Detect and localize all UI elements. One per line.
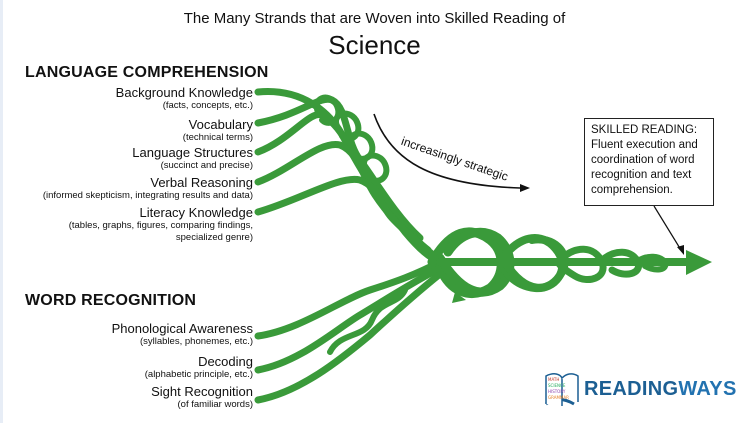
logo-wordmark: READINGWAYS (584, 378, 737, 401)
strand-sub: (of familiar words) (177, 399, 254, 410)
language-comprehension-heading: LANGUAGE COMPREHENSION (25, 64, 269, 81)
rope-twist (554, 245, 607, 283)
strand-sub-2: specialized genre) (175, 232, 253, 243)
strand-decoding: Decoding (alphabetic principle, etc.) (145, 354, 253, 381)
strand-curve (254, 95, 424, 242)
book-stack-icon: MATH SCIENCE HISTORY GRAMMAR (545, 373, 579, 406)
book-word: GRAMMAR (548, 395, 569, 400)
strand-curve (254, 258, 444, 340)
word-recognition-heading: WORD RECOGNITION (25, 292, 197, 309)
strand-sub: (alphabetic principle, etc.) (144, 369, 253, 380)
strand-sub: (informed skepticism, integrating result… (42, 190, 253, 201)
twist-arrowhead (470, 228, 480, 238)
strand-label: Sight Recognition (151, 384, 253, 399)
skilled-reading-line: comprehension. (591, 184, 673, 196)
twist-arrowhead (452, 292, 466, 303)
rope-arrowhead (686, 250, 712, 275)
strand-sub: (syllables, phonemes, etc.) (140, 336, 253, 347)
strand-label: Language Structures (132, 145, 253, 160)
box-pointer-arrowhead (677, 245, 684, 255)
strand-label: Literacy Knowledge (139, 205, 253, 220)
strand-label: Verbal Reasoning (150, 175, 253, 190)
strand-sub: (technical terms) (182, 132, 253, 143)
strand-loop (327, 287, 408, 355)
strand-vocabulary: Vocabulary (technical terms) (183, 117, 253, 144)
strand-label: Decoding (198, 354, 253, 369)
title-line-2: Science (328, 30, 421, 60)
skilled-reading-line: recognition and text (591, 169, 692, 181)
strand-sight-recognition: Sight Recognition (of familiar words) (151, 384, 253, 411)
strand-curve (254, 175, 436, 258)
book-word: HISTORY (548, 389, 566, 394)
box-pointer-line (653, 205, 682, 251)
book-word: MATH (548, 377, 559, 382)
strand-sub: (succinct and precise) (160, 160, 253, 171)
strand-loop (361, 152, 390, 184)
logo-part-ways: WAYS (678, 378, 737, 400)
skilled-reading-line: coordination of word (591, 154, 695, 166)
strategic-arrow-curve (373, 113, 521, 189)
strand-literacy-knowledge: Literacy Knowledge (tables, graphs, figu… (69, 205, 253, 244)
strand-label: Background Knowledge (115, 85, 253, 100)
strand-background-knowledge: Background Knowledge (facts, concepts, e… (116, 85, 253, 112)
readingways-logo: MATH SCIENCE HISTORY GRAMMAR READINGWAYS (540, 368, 737, 412)
strand-curve (254, 270, 444, 404)
rope-twist (501, 235, 569, 292)
rope-strands (254, 88, 694, 404)
strand-language-structures: Language Structures (succinct and precis… (132, 145, 253, 172)
strand-label: Vocabulary (188, 117, 253, 132)
skilled-reading-title: SKILLED READING: (591, 124, 698, 136)
strand-sub: (tables, graphs, figures, comparing find… (68, 220, 253, 231)
left-edge-strip (0, 0, 3, 423)
strand-loop (313, 94, 342, 126)
skilled-reading-line: Fluent execution and (591, 139, 698, 151)
logo-part-reading: READING (584, 378, 679, 400)
strand-phonological-awareness: Phonological Awareness (syllables, phone… (112, 321, 253, 348)
strand-curve (254, 264, 444, 374)
strategic-arrowhead (520, 184, 530, 192)
title-line-1: The Many Strands that are Woven into Ski… (183, 10, 566, 27)
strand-label: Phonological Awareness (111, 321, 253, 336)
book-word: SCIENCE (548, 383, 566, 388)
strand-sub: (facts, concepts, etc.) (162, 100, 253, 111)
skilled-reading-box: SKILLED READING: Fluent execution and co… (584, 118, 714, 206)
strand-verbal-reasoning: Verbal Reasoning (informed skepticism, i… (43, 175, 253, 202)
